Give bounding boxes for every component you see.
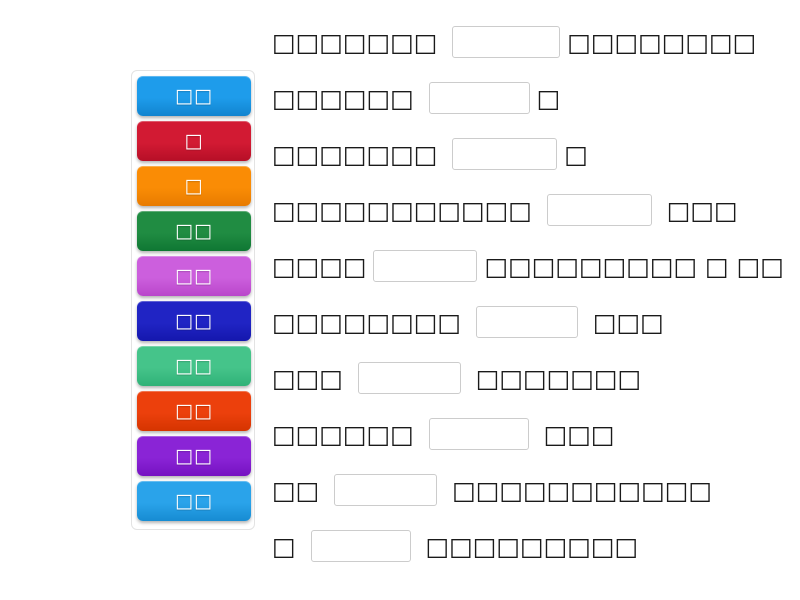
sentence-text-after: □□□□□□□□□ □ □□ xyxy=(484,251,784,281)
word-tile-4[interactable]: □□ xyxy=(137,211,251,251)
word-tile-label: □ xyxy=(184,129,204,152)
sentence-line-6: □□□□□□□□ □□□ xyxy=(272,294,792,350)
blank-drop-slot[interactable] xyxy=(334,474,438,506)
word-tile-label: □□ xyxy=(175,84,213,107)
sentence-line-7: □□□ □□□□□□□ xyxy=(272,350,792,406)
word-tile-label: □□ xyxy=(175,444,213,467)
word-tile-2[interactable]: □ xyxy=(137,121,251,161)
sentence-line-2: □□□□□□ □ xyxy=(272,70,792,126)
sentence-text-before: □□□□□□□ xyxy=(272,27,446,57)
sentence-text-after: □□□ xyxy=(584,307,664,337)
word-tile-1[interactable]: □□ xyxy=(137,76,251,116)
blank-drop-slot[interactable] xyxy=(428,82,530,114)
blank-drop-slot[interactable] xyxy=(357,362,461,394)
word-tile-7[interactable]: □□ xyxy=(137,346,251,386)
word-tile-8[interactable]: □□ xyxy=(137,391,251,431)
sentence-text-before: □□□□□□□□□□□ xyxy=(272,195,540,225)
word-tile-label: □□ xyxy=(175,399,213,422)
sentence-text-before: □ xyxy=(272,531,304,561)
sentence-line-9: □□ □□□□□□□□□□□ xyxy=(272,462,792,518)
word-tile-label: □□ xyxy=(175,309,213,332)
blank-drop-slot[interactable] xyxy=(452,26,561,58)
blank-drop-slot[interactable] xyxy=(428,418,529,450)
sentence-line-1: □□□□□□□ □□□□□□□□ xyxy=(272,14,792,70)
word-tile-6[interactable]: □□ xyxy=(137,301,251,341)
blank-drop-slot[interactable] xyxy=(373,250,478,282)
blank-drop-slot[interactable] xyxy=(310,530,411,562)
word-tile-label: □□ xyxy=(175,489,213,512)
sentence-line-8: □□□□□□ □□□ xyxy=(272,406,792,462)
sentence-text-before: □□□□ xyxy=(272,251,367,281)
blank-drop-slot[interactable] xyxy=(452,138,558,170)
sentence-text-after: □□□□□□□□□ xyxy=(417,531,639,561)
sentence-text-before: □□□ xyxy=(272,363,351,393)
word-tile-10[interactable]: □□ xyxy=(137,481,251,521)
blank-drop-slot[interactable] xyxy=(475,306,578,338)
sentence-text-before: □□ xyxy=(272,475,328,505)
sentence-text-after: □□□□□□□□□□□ xyxy=(444,475,712,505)
sentence-text-after: □□□ xyxy=(535,419,615,449)
word-tile-label: □□ xyxy=(175,264,213,287)
sentence-text-after: □ xyxy=(536,83,561,113)
word-tile-label: □□ xyxy=(175,219,213,242)
sentence-text-after: □□□ xyxy=(658,195,738,225)
word-tile-5[interactable]: □□ xyxy=(137,256,251,296)
sentence-line-5: □□□□ □□□□□□□□□ □ □□ xyxy=(272,238,792,294)
word-tile-panel: □□□□□□□□□□□□□□□□□□ xyxy=(131,70,255,530)
sentence-text-after: □□□□□□□ xyxy=(467,363,642,393)
sentence-line-10: □ □□□□□□□□□ xyxy=(272,518,792,574)
sentence-text-before: □□□□□□ xyxy=(272,419,422,449)
blank-drop-slot[interactable] xyxy=(546,194,652,226)
word-tile-9[interactable]: □□ xyxy=(137,436,251,476)
word-tile-3[interactable]: □ xyxy=(137,166,251,206)
sentence-text-after: □□□□□□□□ xyxy=(567,27,757,57)
sentence-line-3: □□□□□□□ □ xyxy=(272,126,792,182)
word-tile-label: □□ xyxy=(175,354,213,377)
sentence-text-before: □□□□□□ xyxy=(272,83,422,113)
word-tile-label: □ xyxy=(184,174,204,197)
sentence-list: □□□□□□□ □□□□□□□□□□□□□□ □□□□□□□□ □□□□□□□□… xyxy=(272,14,792,574)
sentence-text-after: □ xyxy=(564,139,588,169)
sentence-text-before: □□□□□□□□ xyxy=(272,307,469,337)
sentence-line-4: □□□□□□□□□□□ □□□ xyxy=(272,182,792,238)
sentence-text-before: □□□□□□□ xyxy=(272,139,446,169)
